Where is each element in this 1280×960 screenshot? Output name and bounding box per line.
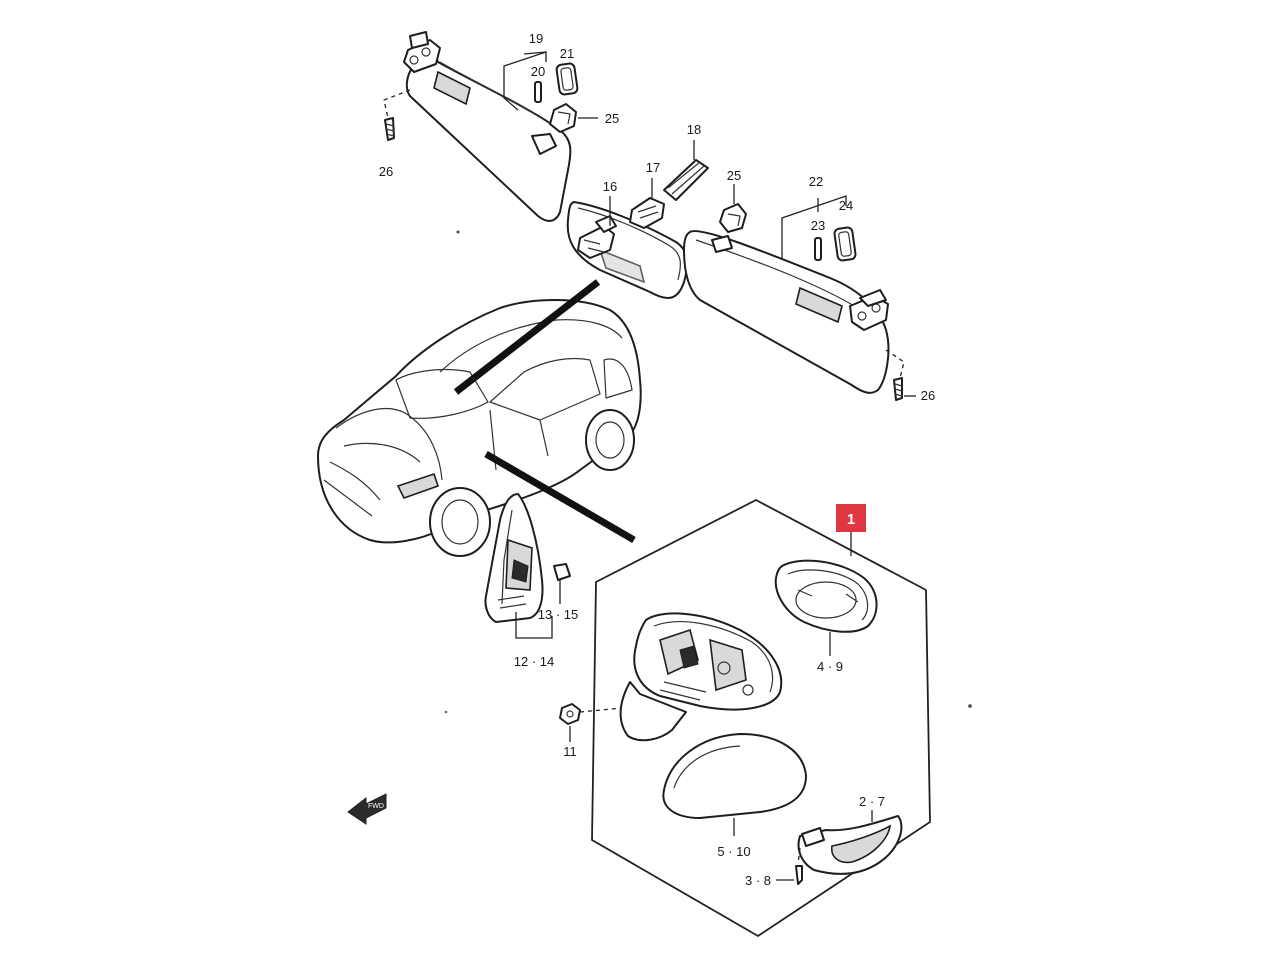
mirror-housing[interactable] (619, 612, 783, 742)
left-sun-visor[interactable] (403, 31, 572, 222)
pin-20 (534, 81, 542, 103)
callout-25-upper: 25 (605, 111, 619, 126)
screw-26-right (885, 349, 916, 401)
callout-1: 1 (847, 511, 855, 528)
callout-3-8: 3 · 8 (745, 873, 771, 888)
ring-24 (833, 226, 857, 262)
callout-17: 17 (646, 160, 660, 175)
callout-23: 23 (811, 218, 825, 233)
nut-11 (559, 703, 623, 742)
bracket-12-14 (515, 612, 553, 639)
callout-2-7: 2 · 7 (859, 794, 885, 809)
screw-3-8 (776, 847, 803, 885)
rear-view-mirror[interactable] (566, 201, 689, 299)
callout-19: 19 (529, 31, 543, 46)
clip-25-lower (719, 184, 747, 233)
car-outline (317, 299, 642, 557)
assembly-hexagon (591, 499, 931, 937)
mount-17 (629, 178, 665, 229)
cover-18 (663, 140, 709, 201)
callout-26-right: 26 (921, 388, 935, 403)
callout-26-left: 26 (379, 164, 393, 179)
callout-25-lower: 25 (727, 168, 741, 183)
callout-24: 24 (839, 198, 853, 213)
callout-18: 18 (687, 122, 701, 137)
right-sun-visor[interactable] (683, 230, 890, 394)
callout-13-15: 13 · 15 (538, 607, 578, 622)
callout-22: 22 (809, 174, 823, 189)
fwd-arrow-icon: FWD (347, 793, 387, 825)
fwd-label: FWD (368, 803, 384, 810)
clip-13-15 (553, 563, 571, 604)
mirror-glass[interactable] (774, 559, 878, 656)
highlight-box-1[interactable] (836, 504, 866, 532)
callout-5-10: 5 · 10 (717, 844, 750, 859)
callout-20: 20 (531, 64, 545, 79)
callout-4-9: 4 · 9 (817, 659, 843, 674)
mirror-cover[interactable] (662, 733, 807, 836)
location-bar-door (484, 450, 636, 544)
callout-11: 11 (563, 744, 577, 759)
location-bar-roof (453, 279, 601, 395)
pin-23 (814, 237, 822, 261)
callout-21: 21 (560, 46, 574, 61)
turn-signal-lamp[interactable] (797, 810, 903, 875)
mirror-base-cover[interactable] (484, 493, 544, 623)
bracket-19 (503, 51, 547, 111)
bracket-22 (781, 195, 847, 258)
screw-26-left (383, 89, 411, 141)
ring-21 (555, 62, 579, 96)
callout-16: 16 (603, 179, 617, 194)
callout-12-14: 12 · 14 (514, 654, 554, 669)
clip-25-upper (549, 103, 598, 133)
